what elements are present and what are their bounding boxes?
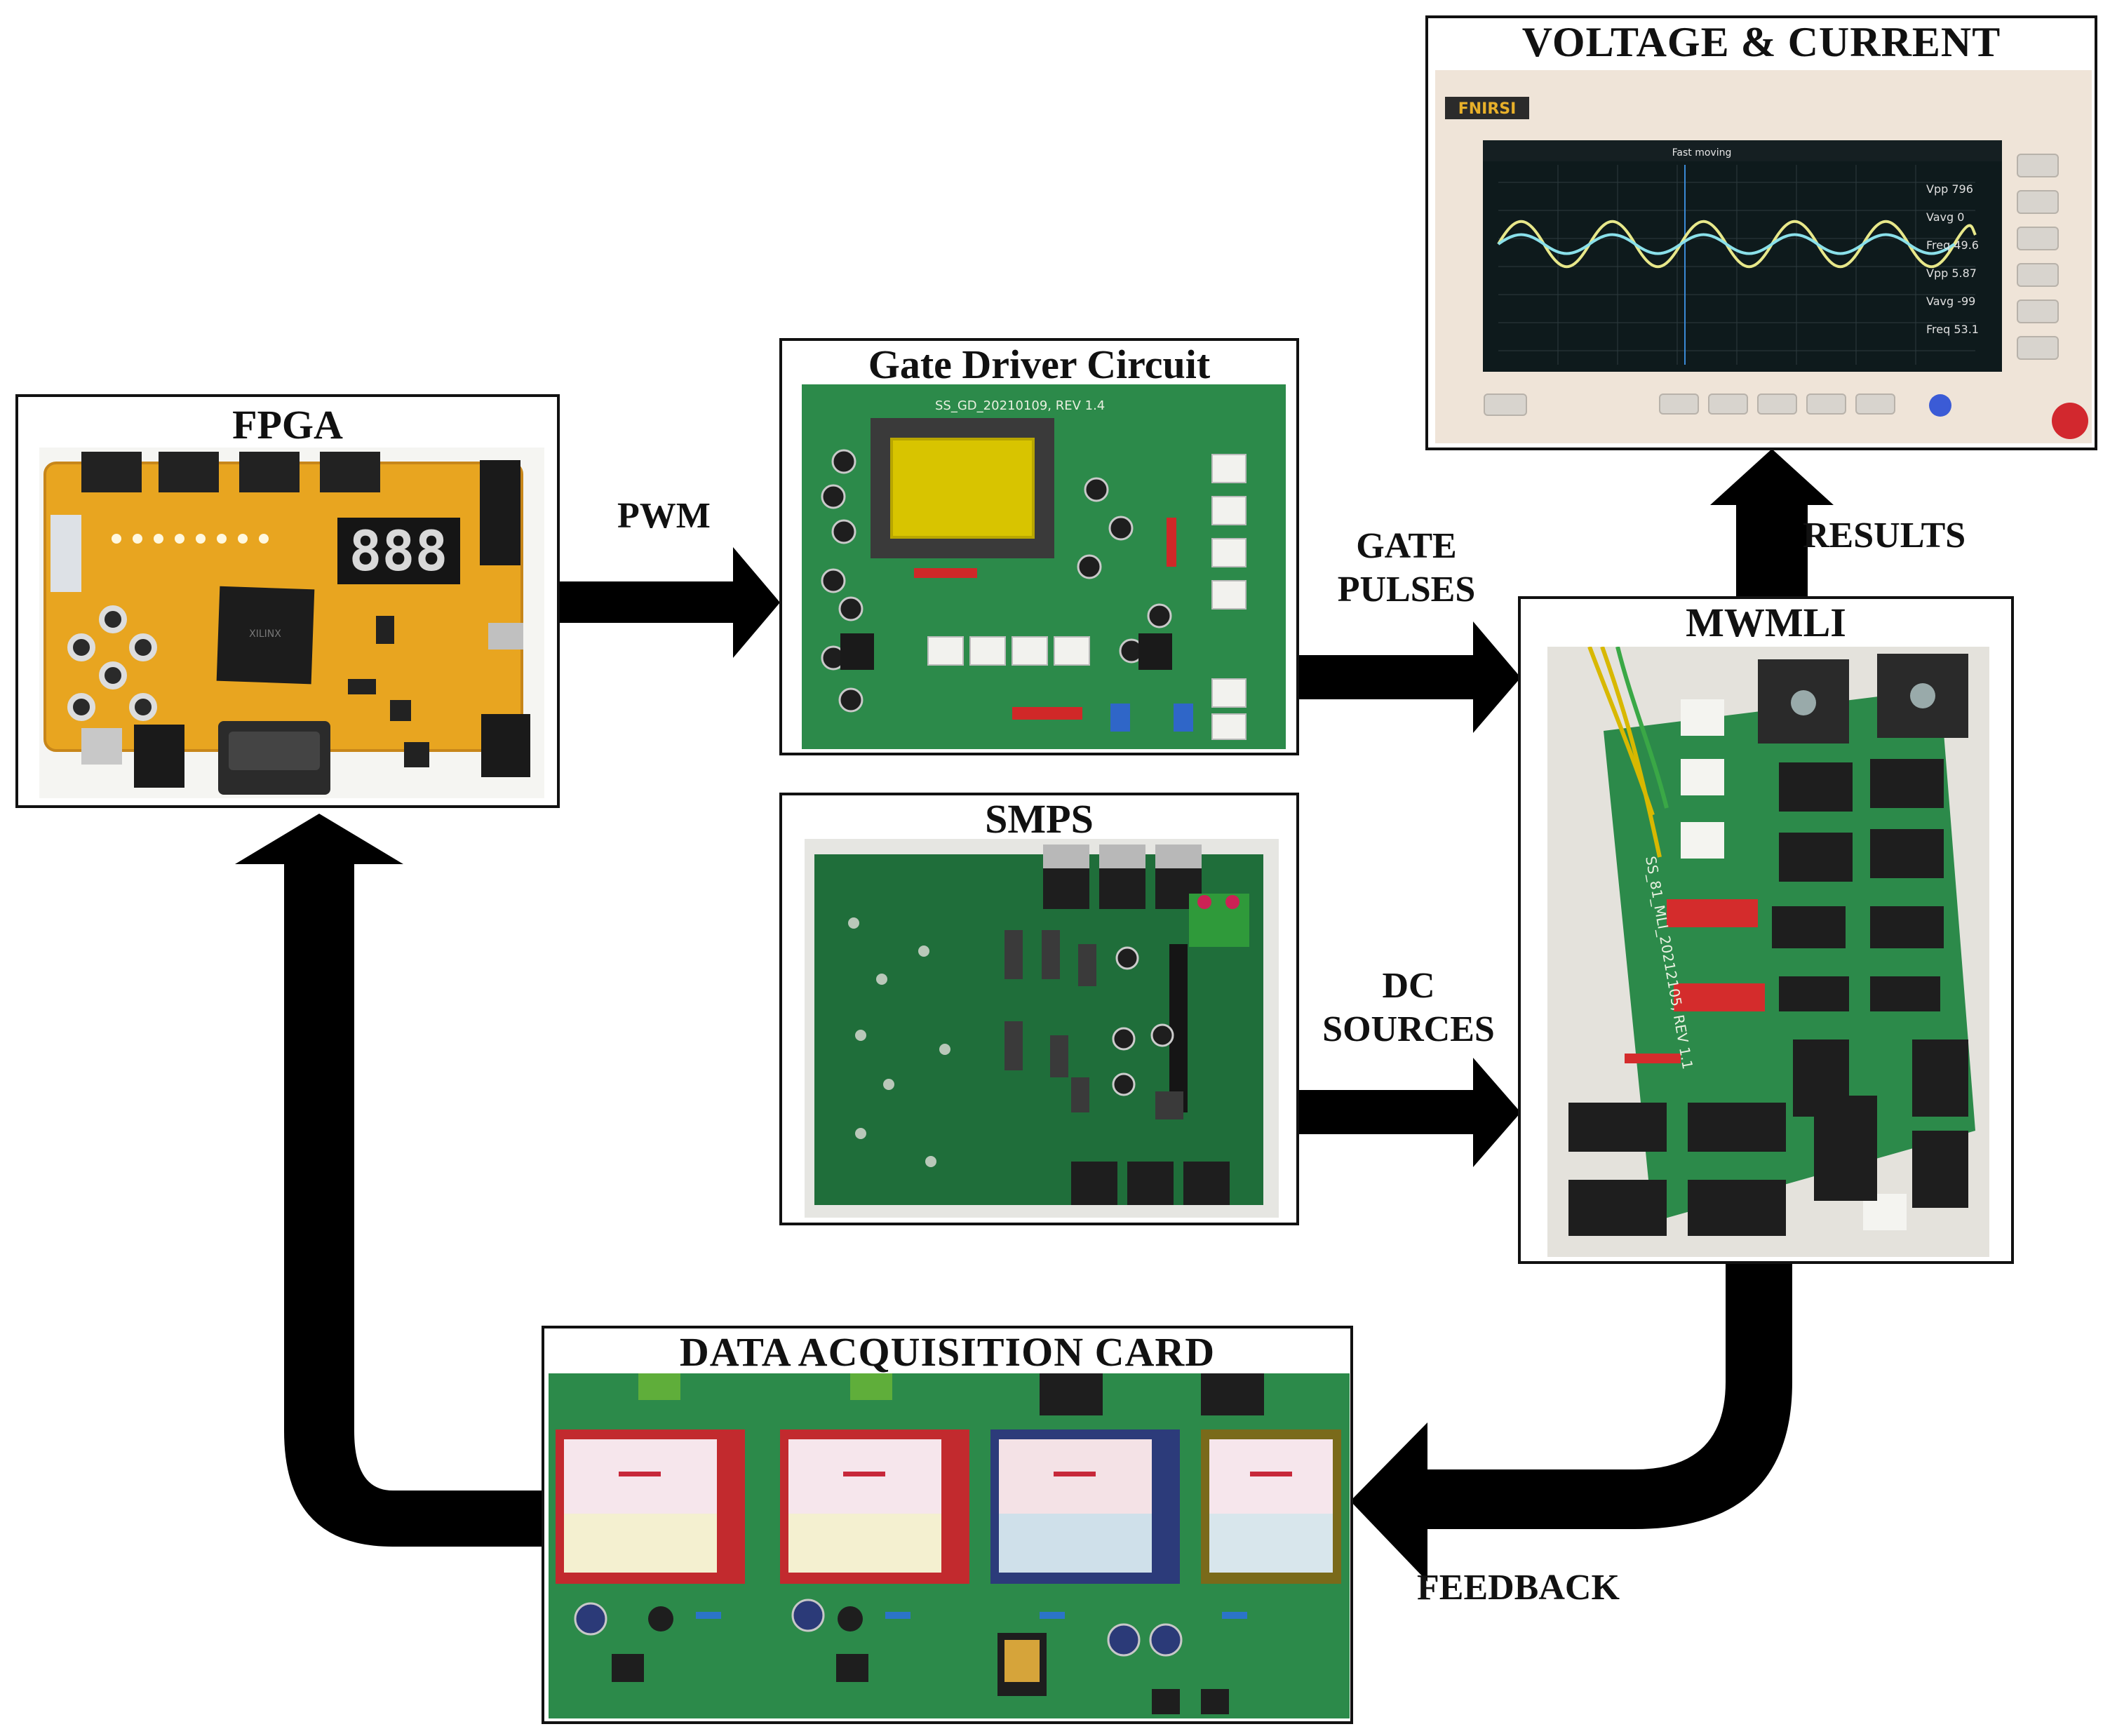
- dc-sources-line-2: SOURCES: [1322, 1009, 1495, 1050]
- gate-pulses-line-1: GATE: [1356, 526, 1457, 566]
- current-waveform: [1497, 233, 1956, 255]
- block-title: MWMLI: [1686, 600, 1846, 645]
- pcb-silkscreen-text: SS_GD_20210109, REV 1.4: [935, 398, 1105, 413]
- scope-brand-logo: FNIRSI: [1458, 100, 1517, 118]
- scope-reading: Vpp 5.87: [1926, 267, 1977, 280]
- scope-reading: Vavg -99: [1926, 295, 1975, 308]
- dc-sources-label: DC SOURCES: [1310, 964, 1507, 1052]
- feedback-arrow: [1350, 1264, 1792, 1582]
- smps-board-photo: [805, 839, 1279, 1218]
- gate-pulses-label: GATE PULSES: [1322, 525, 1491, 612]
- seven-segment-display: 888: [349, 520, 448, 584]
- scope-reading: Freq 53.1: [1926, 323, 1979, 336]
- block-title: SMPS: [985, 796, 1094, 842]
- fpga-block: FPGA 888 XILINX: [15, 394, 560, 808]
- svg-text:XILINX: XILINX: [249, 628, 281, 640]
- block-title: Gate Driver Circuit: [868, 342, 1211, 387]
- voltage-current-block: VOLTAGE & CURRENT FNIRSI Fast moving: [1425, 15, 2097, 450]
- pwm-label: PWM: [617, 496, 711, 536]
- mwmli-board-photo: SS_81_MLI_20212105, REV 1.1: [1547, 647, 1989, 1257]
- daq-board-photo: [549, 1373, 1350, 1718]
- dc-sources-line-1: DC: [1382, 966, 1435, 1006]
- gate-driver-board-photo: SS_GD_20210109, REV 1.4: [802, 384, 1286, 749]
- scope-reading: Freq 49.6: [1926, 238, 1979, 252]
- mwmli-block: MWMLI SS_81_MLI_: [1518, 596, 2014, 1264]
- block-title: FPGA: [232, 402, 343, 448]
- scope-reading: Vavg 0: [1926, 210, 1964, 224]
- oscilloscope-photo: FNIRSI Fast moving Vpp 796 Vavg 0: [1435, 70, 2092, 443]
- gate-pulses-arrow: [1298, 621, 1521, 733]
- results-arrow: [1710, 449, 1834, 596]
- loop-back-arrow: [235, 814, 549, 1547]
- gate-driver-block: Gate Driver Circuit SS_GD_20210109, REV …: [779, 338, 1299, 755]
- scope-status-text: Fast moving: [1672, 147, 1732, 159]
- pwm-arrow: [559, 547, 780, 658]
- gate-pulses-line-2: PULSES: [1337, 570, 1476, 610]
- smps-block: SMPS: [779, 793, 1299, 1225]
- block-title: DATA ACQUISITION CARD: [679, 1329, 1216, 1375]
- block-title: VOLTAGE & CURRENT: [1521, 19, 2001, 65]
- fpga-board-photo: 888 XILINX: [39, 448, 544, 798]
- dc-sources-arrow: [1298, 1058, 1521, 1167]
- feedback-label: FEEDBACK: [1417, 1568, 1620, 1608]
- data-acquisition-block: DATA ACQUISITION CARD: [542, 1326, 1353, 1724]
- scope-reading: Vpp 796: [1926, 182, 1973, 196]
- results-label: RESULTS: [1803, 516, 1966, 556]
